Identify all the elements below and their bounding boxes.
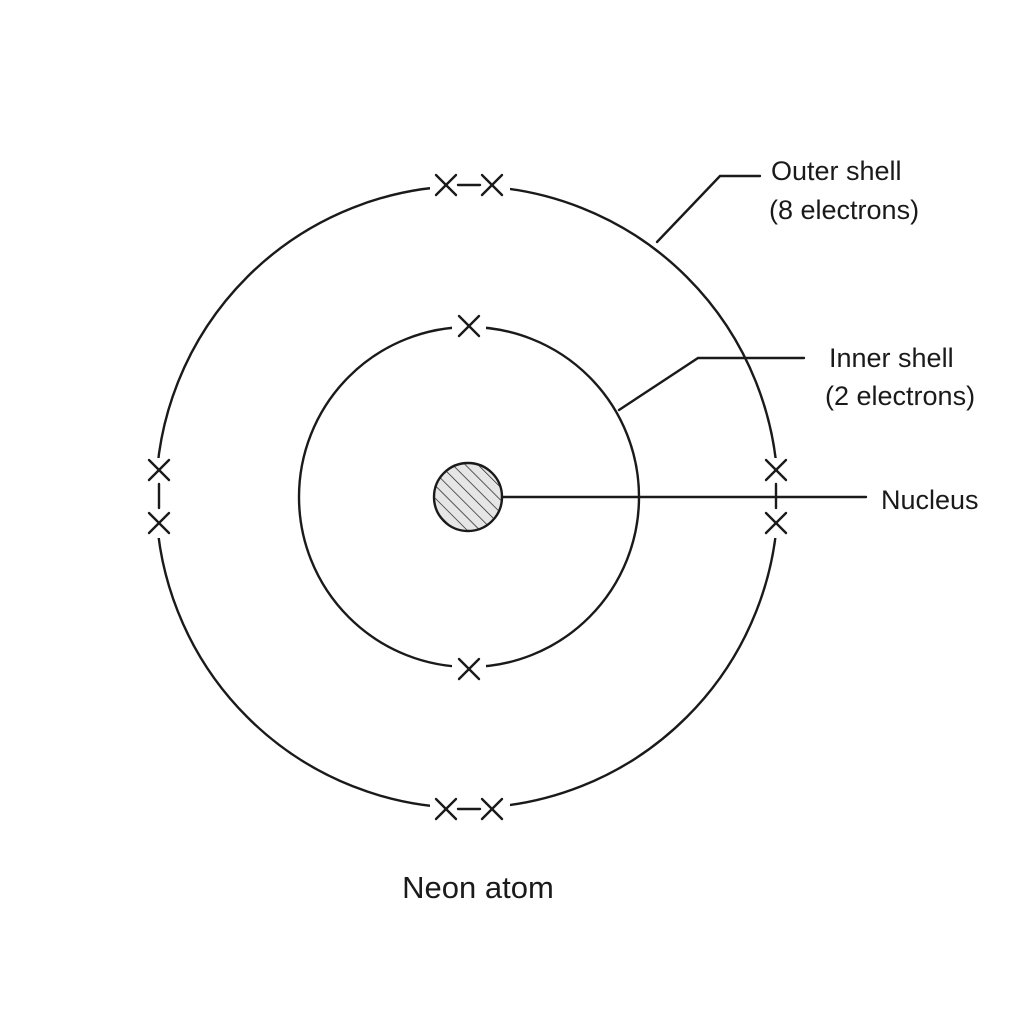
inner-shell-leader-line <box>617 356 806 412</box>
inner-shell-electron-count: (2 electrons) <box>825 381 975 411</box>
outer-electron-pair-top <box>434 173 504 197</box>
electron-marker <box>434 173 458 197</box>
outer-shell-leader-line <box>655 174 762 244</box>
electron-marker <box>480 173 504 197</box>
diagram-caption: Neon atom <box>402 870 554 905</box>
nucleus-label: Nucleus <box>881 485 979 515</box>
electron-marker <box>434 797 458 821</box>
inner-electron-top <box>457 314 481 338</box>
inner-electron-bottom <box>457 657 481 681</box>
electron-marker <box>147 458 171 482</box>
inner-shell-label: Inner shell <box>829 343 954 373</box>
electron-marker <box>147 511 171 535</box>
outer-shell-electron-count: (8 electrons) <box>769 195 919 225</box>
electron-marker <box>764 511 788 535</box>
outer-shell-label: Outer shell <box>771 156 902 186</box>
electron-marker <box>764 458 788 482</box>
electron-marker <box>480 797 504 821</box>
outer-electron-pair-bottom <box>434 797 504 821</box>
nucleus <box>432 461 504 533</box>
outer-electron-pair-left <box>147 458 171 535</box>
